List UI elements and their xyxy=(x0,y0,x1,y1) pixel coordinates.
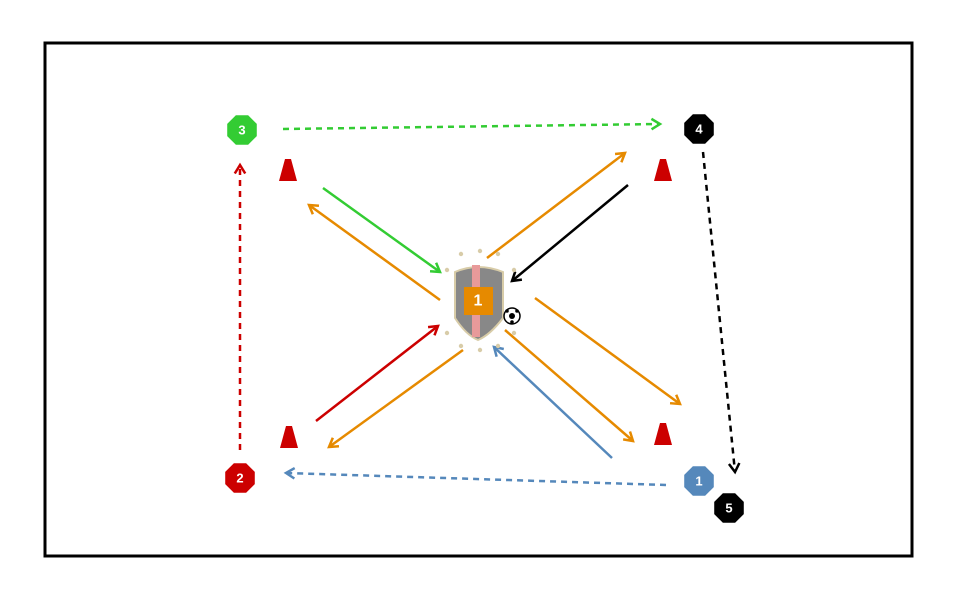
center-player-label: 1 xyxy=(474,293,483,310)
pass-arrow-red-to-center xyxy=(315,324,440,422)
player-label: 5 xyxy=(725,501,732,516)
player-5-4: 5 xyxy=(714,493,744,523)
run-arrow-2-to-3 xyxy=(233,162,247,450)
pass-arrow-1-to-2 xyxy=(283,466,667,487)
pass-arrow-3-to-4 xyxy=(282,117,663,131)
player-1-3: 1 xyxy=(684,466,714,496)
pass-arrow-black-to-center xyxy=(510,184,629,283)
pass-arrow-center-to-topleft xyxy=(307,203,441,302)
pass-arrow-blue-to-center xyxy=(492,345,613,459)
cone-icon xyxy=(280,426,298,448)
pass-arrow-center-to-topright xyxy=(486,151,627,259)
player-label: 1 xyxy=(695,474,702,489)
cone-icon xyxy=(654,423,672,445)
center-player-marker xyxy=(464,287,493,315)
pass-arrow-green-to-center xyxy=(322,186,442,274)
cone-icon xyxy=(654,159,672,181)
pass-arrow-center-to-right xyxy=(534,296,682,406)
player-3-0: 3 xyxy=(227,115,257,145)
player-label: 4 xyxy=(695,122,703,137)
soccer-ball-icon xyxy=(503,307,521,325)
run-arrow-4-to-5 xyxy=(701,151,741,475)
player-label: 3 xyxy=(238,123,245,138)
player-2-2: 2 xyxy=(225,463,255,493)
player-4-1: 4 xyxy=(684,114,714,144)
player-label: 2 xyxy=(236,471,243,486)
cone-icon xyxy=(279,159,297,181)
pass-arrow-center-to-bottomleft xyxy=(327,348,464,449)
pass-arrow-center-to-bottomright xyxy=(504,329,635,443)
